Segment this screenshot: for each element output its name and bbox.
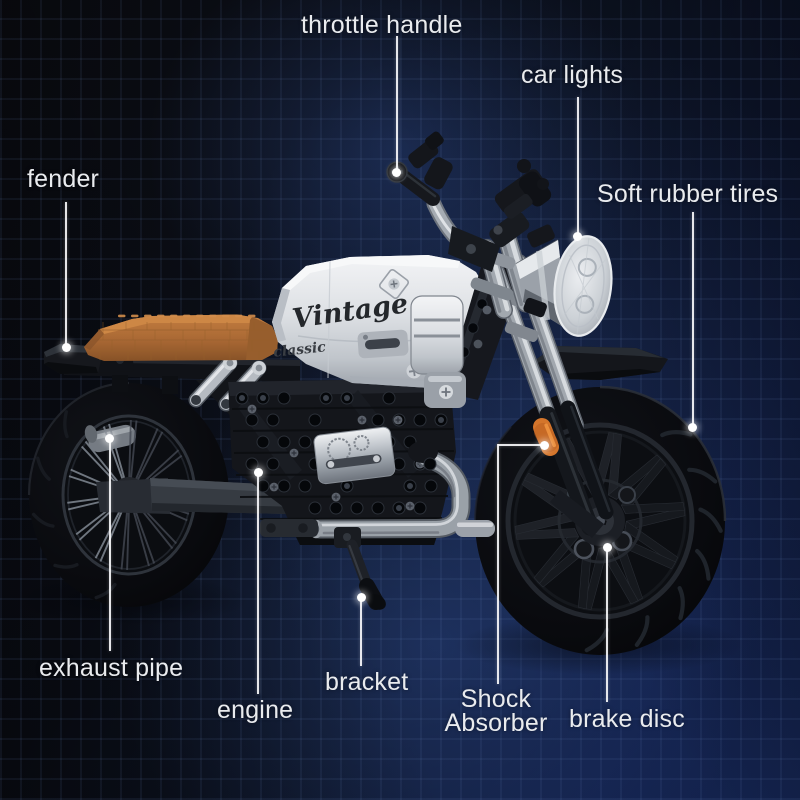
headlight [515,224,613,337]
label-car-lights: car lights [521,61,624,89]
leader-throttle-handle [395,36,398,171]
leader-shock-absorber-h [498,443,542,446]
label-bracket: bracket [325,668,409,696]
dot-throttle-handle [392,167,401,177]
cylinder-head [410,295,466,408]
label-exhaust-pipe: exhaust pipe [39,654,184,682]
leader-shock-absorber-v [497,444,499,684]
engine-cover-plate [313,426,396,485]
leader-engine [257,473,259,694]
dot-bracket [356,592,366,602]
label-soft-rubber-tires: Soft rubber tires [597,180,779,208]
dot-fender [61,342,71,352]
seat [84,314,278,361]
label-brake-disc: brake disc [569,705,685,733]
tank-sub-logo: classic [273,339,327,360]
label-fender: fender [27,165,100,193]
handlebar [386,131,552,272]
dot-car-lights [573,231,582,241]
dot-engine [253,467,263,477]
leader-bracket [360,598,362,666]
kickstand-bracket [334,527,386,610]
front-fender [532,346,668,380]
tank-vent [357,329,409,359]
leader-exhaust-pipe [108,439,111,651]
dot-shock-absorber [539,440,549,450]
leader-fender [65,202,67,346]
dot-brake-disc [603,542,612,552]
leader-brake-disc [606,548,608,702]
label-engine: engine [217,696,294,724]
dot-soft-rubber-tires [688,422,697,432]
shock-absorber [533,418,559,456]
label-throttle-handle: throttle handle [301,11,463,39]
label-shock-absorber: Shock Absorber [444,685,548,737]
leader-soft-rubber-tires [691,212,694,426]
dot-exhaust-pipe [105,433,114,443]
exhaust-pipe [260,441,495,539]
leader-car-lights [576,97,579,235]
